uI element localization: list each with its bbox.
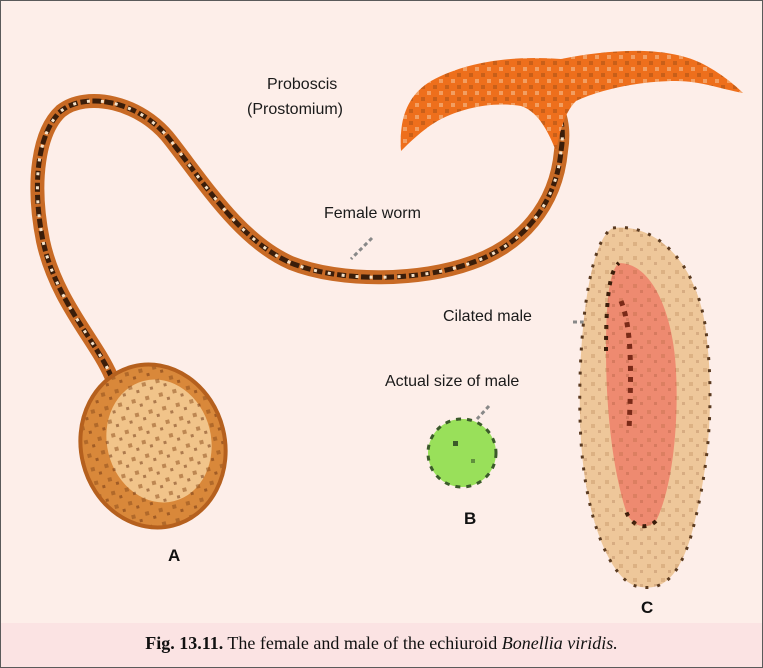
ciliated-male [580, 228, 710, 588]
actual-size-leader [477, 406, 489, 419]
caption-text: The female and male of the echiuroid [227, 633, 497, 653]
female-worm-leader [351, 238, 372, 259]
prostomium-label: (Prostomium) [247, 100, 343, 120]
label-b: B [464, 509, 476, 529]
figure-caption: Fig. 13.11. The female and male of the e… [1, 633, 762, 654]
species-name: Bonellia viridis. [502, 633, 618, 653]
proboscis-stalk [37, 96, 562, 376]
label-c: C [641, 598, 653, 618]
label-a: A [168, 546, 180, 566]
proboscis-stalk-pattern [37, 96, 562, 376]
figure-number: Fig. 13.11. [145, 633, 223, 653]
ciliated-male-label: Cilated male [443, 307, 532, 327]
figure-illustration [1, 1, 762, 623]
proboscis-label: Proboscis [267, 75, 337, 95]
female-worm-label: Female worm [324, 204, 421, 224]
actual-size-label: Actual size of male [385, 372, 519, 392]
small-male [428, 419, 496, 487]
